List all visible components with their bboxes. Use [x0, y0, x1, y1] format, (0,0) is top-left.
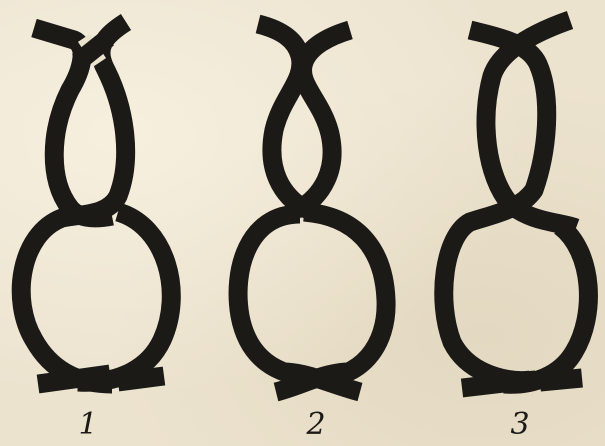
- knot-1: [21, 22, 171, 384]
- knot-1-tail-right: [118, 376, 164, 382]
- knot-3-label: 3: [510, 407, 529, 442]
- knot-3: [444, 20, 589, 388]
- knot-1-lower-loop: [78, 212, 171, 382]
- knot-1-tail-left: [38, 374, 110, 384]
- knot-1-label: 1: [78, 407, 97, 442]
- knot-2-lower-loop: [238, 212, 386, 378]
- knot-2-strand-b: [298, 30, 350, 210]
- knot-3-tail-right: [540, 378, 582, 382]
- knot-3-tail-left: [462, 380, 530, 388]
- knot-2-label: 2: [305, 407, 325, 442]
- knot-3-lower-loop: [504, 226, 588, 384]
- knot-2: [238, 24, 386, 392]
